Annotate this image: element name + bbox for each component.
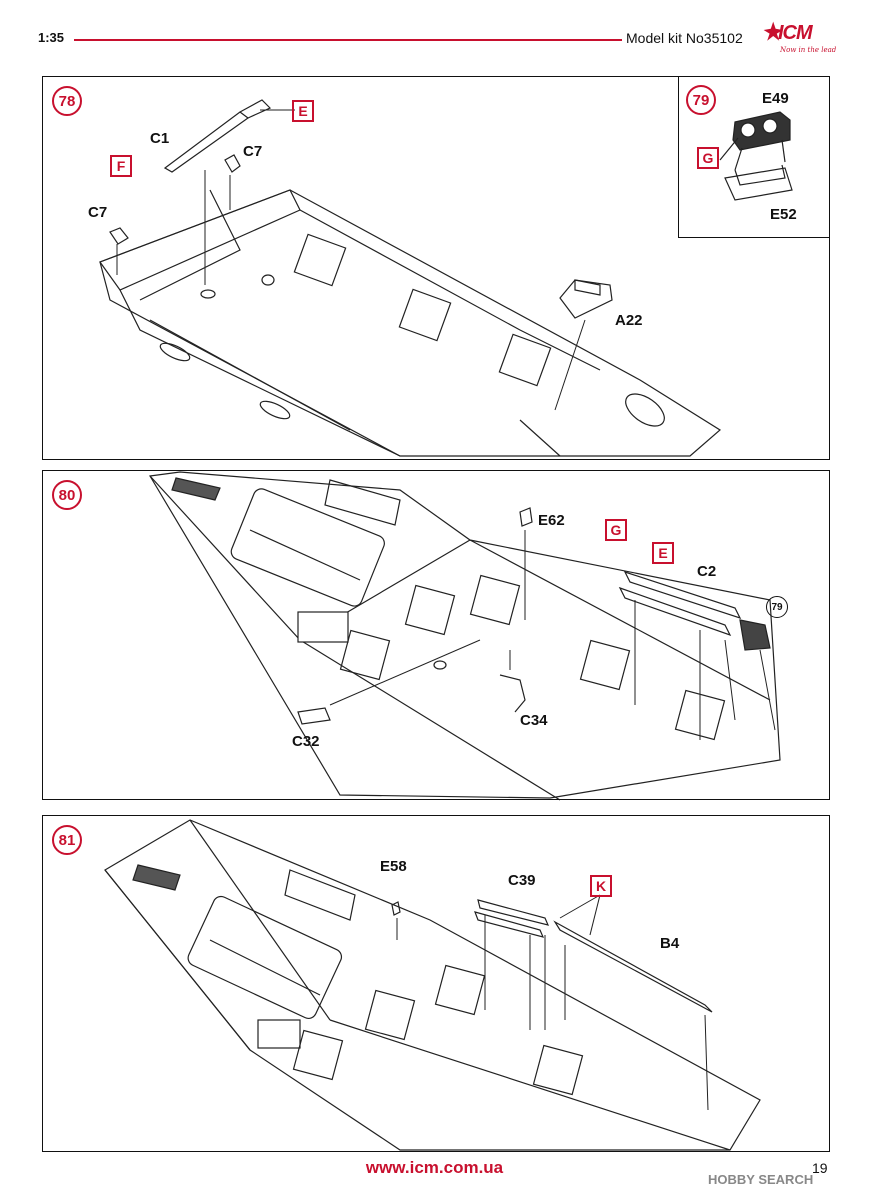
step-80-badge: 80	[52, 480, 82, 510]
step-78-arrows	[116, 109, 586, 411]
scale-label: 1:35	[38, 30, 65, 45]
sprue-k-tag: K	[590, 875, 612, 897]
part-label-e49: E49	[762, 90, 789, 107]
part-label-c34: C34	[520, 712, 548, 729]
sprue-e-tag: E	[652, 542, 674, 564]
step-81-arrows	[396, 894, 709, 1111]
part-label-e62: E62	[538, 512, 565, 529]
sprue-g-tag: G	[697, 147, 719, 169]
part-label-b4: B4	[660, 935, 680, 952]
step-78-hull-drawing	[99, 99, 722, 457]
sprue-g-tag: G	[605, 519, 627, 541]
step-78-badge: 78	[52, 86, 82, 116]
step-81-panel	[42, 815, 830, 1152]
step-81-hull-drawing	[104, 819, 761, 1151]
watermark: HOBBY SEARCH	[708, 1172, 814, 1187]
logo-tagline: Now in the lead	[780, 46, 837, 54]
part-label-c7: C7	[243, 143, 263, 160]
step-79-reference-badge: 79	[766, 596, 788, 618]
step-79-panel	[678, 76, 830, 238]
part-label-c32: C32	[292, 733, 320, 750]
part-label-c1: C1	[150, 130, 170, 147]
step-81-badge: 81	[52, 825, 82, 855]
part-label-e52: E52	[770, 206, 797, 223]
page-number: 19	[812, 1160, 828, 1176]
part-label-c39: C39	[508, 872, 536, 889]
part-label-c2: C2	[697, 563, 717, 580]
step-79-drawing	[719, 111, 793, 201]
logo-star-icon	[763, 21, 783, 41]
icm-logo: ICM Now in the lead	[760, 18, 838, 68]
part-label-a22: A22	[615, 312, 643, 329]
step-79-badge: 79	[686, 85, 716, 115]
step-80-panel	[42, 470, 830, 800]
model-kit-title: Model kit No35102	[626, 30, 743, 46]
step-80-arrows	[329, 530, 776, 740]
sprue-f-tag: F	[110, 155, 132, 177]
website-url: www.icm.com.ua	[365, 1158, 504, 1177]
part-label-e58: E58	[380, 858, 407, 875]
logo-text: ICM	[778, 22, 813, 44]
part-label-c7: C7	[88, 204, 108, 221]
header-divider	[74, 39, 622, 41]
sprue-e-tag: E	[292, 100, 314, 122]
step-80-hull-drawing	[149, 471, 781, 801]
